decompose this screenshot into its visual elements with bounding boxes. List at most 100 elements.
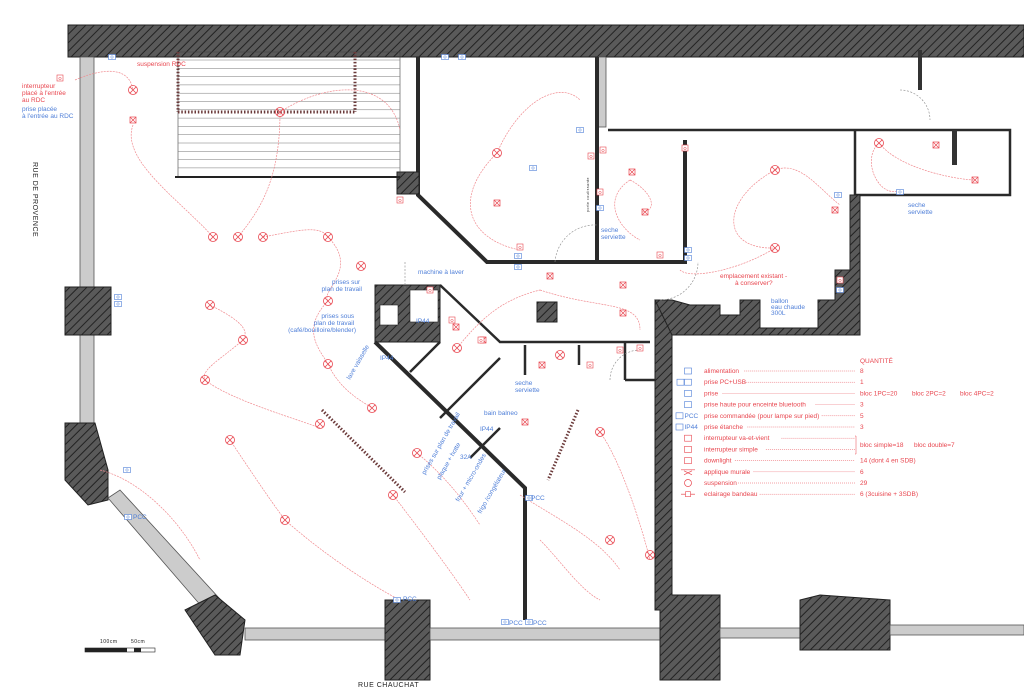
- legend-qty: 8: [860, 368, 864, 375]
- annotation-pcc: PCC: [531, 495, 545, 502]
- interrupteur-icon: [448, 316, 456, 324]
- annotation-interrupteur-rdc: interrupteur placé à l'entrée au RDC: [22, 83, 68, 104]
- annotation-32a: 32A: [460, 454, 472, 461]
- scale-bar: 100cm 50cm: [84, 639, 156, 653]
- legend-label: alimentation: [704, 368, 739, 375]
- suspension-icon: [388, 490, 398, 500]
- annotation-emplacement: emplacement existant - à conserver?: [720, 273, 789, 287]
- downlight-icon: [521, 418, 529, 426]
- suspension-icon: [200, 375, 210, 385]
- legend-label: applique murale: [704, 469, 751, 476]
- suspension-icon: [356, 261, 366, 271]
- annotation-prises-sur: prises sur plan de travail: [322, 279, 363, 293]
- legend-qty: 6 (3cuisine + 3SDB): [860, 491, 918, 498]
- legend-qty: 3: [860, 424, 864, 431]
- downlight-icon: [452, 323, 460, 331]
- downlight-icon: [546, 272, 554, 280]
- annotation-seche-serviette: seche serviette: [515, 380, 540, 394]
- prise-icon: [124, 514, 132, 520]
- downlight-icon: [641, 208, 649, 216]
- suspension-icon: [595, 427, 605, 437]
- suspension-icon: [128, 85, 138, 95]
- interrupteur-icon: [586, 361, 594, 369]
- downlight-icon: [932, 141, 940, 149]
- legend-label: prise PC+USB: [704, 379, 746, 386]
- suspension-icon: [323, 232, 333, 242]
- suspension-icon: [233, 232, 243, 242]
- legend-label: prise haute pour enceinte bluetooth: [704, 402, 806, 409]
- prise-icon: [458, 54, 466, 60]
- interrupteur-icon: [587, 152, 595, 160]
- suspension-icon: [770, 243, 780, 253]
- doors: [404, 89, 931, 381]
- suspension-icon: [452, 343, 462, 353]
- interrupteur-va-et-vient-icon: [684, 434, 692, 442]
- suspension-icon: [874, 138, 884, 148]
- downlight-icon: [684, 457, 692, 464]
- legend-row: suspension 29: [684, 479, 868, 487]
- applique-murale-icon: [681, 469, 695, 476]
- prise-icon: [525, 495, 533, 501]
- eclairage-bandeau: [546, 409, 580, 481]
- legend-label: eclairage bandeau: [704, 491, 758, 498]
- prise-icon: [529, 165, 537, 171]
- annotation-pcc: PCC: [509, 620, 523, 627]
- prise-icon: [441, 54, 449, 60]
- street-label-bottom: RUE CHAUCHAT: [358, 682, 419, 689]
- interrupteur-icon: [396, 196, 404, 204]
- interrupteur-icon: [56, 74, 64, 82]
- suspension-icon: [280, 515, 290, 525]
- annotation-pcc: PCC: [533, 620, 547, 627]
- legend-label: suspension: [704, 480, 737, 487]
- legend-label: prise: [704, 390, 718, 397]
- prise-icon: [684, 247, 692, 253]
- interrupteur-icon: [836, 276, 844, 284]
- legend-qty: bloc 4PC=2: [960, 390, 994, 397]
- light-fixtures: [56, 54, 979, 625]
- alimentation-icon: [684, 367, 692, 375]
- downlight-icon: [971, 176, 979, 184]
- eclairage-bandeau: [320, 408, 407, 494]
- annotation-prise-rdc: prise placée à l'entrée au RDC: [22, 106, 74, 120]
- downlight-icon: [831, 206, 839, 214]
- suspension-icon: [208, 232, 218, 242]
- annotation-porte-coulissante: porte coulissante: [586, 177, 590, 212]
- prise-icon: [896, 189, 904, 195]
- prise-pc-usb-icon: [676, 378, 692, 386]
- prise-icon: [514, 264, 522, 270]
- suspension-icon: [492, 148, 502, 158]
- legend-row: alimentation 8: [684, 367, 864, 375]
- interrupteur-icon: [656, 251, 664, 259]
- annotation-prises-sous: prises sous plan de travail (café/bouill…: [288, 313, 356, 334]
- suspension-icon: [412, 448, 422, 458]
- annotation-ip44: IP44: [380, 355, 394, 362]
- legend-qty: 5: [860, 413, 864, 420]
- scale-label-100: 100cm: [100, 639, 118, 645]
- wiring: [74, 71, 976, 601]
- prise-icon: [684, 390, 692, 397]
- legend-row: interrupteur va-et-vient: [684, 434, 855, 442]
- suspension-icon: [323, 359, 333, 369]
- legend-qty: bloc 1PC=20: [860, 390, 898, 397]
- legend-tag: IP44: [685, 424, 699, 431]
- street-label-left: RUE DE PROVENCE: [31, 162, 38, 237]
- suspension-icon: [315, 419, 325, 429]
- legend-row: interrupteur simple: [684, 446, 855, 453]
- prise-icon: [576, 127, 584, 133]
- annotation-ip44: IP44: [416, 318, 430, 325]
- interior-walls: [373, 50, 1012, 620]
- legend-header: QUANTITÉ: [860, 356, 894, 365]
- suspension-icon: [205, 300, 215, 310]
- suspension-icon: [645, 550, 655, 560]
- legend-switch-double: bloc double=7: [914, 442, 955, 449]
- legend-qty: 29: [860, 480, 868, 487]
- interrupteur-simple-icon: [684, 446, 692, 453]
- legend-switch-simple: bloc simple=18: [860, 442, 904, 449]
- legend-label: downlight: [704, 458, 732, 465]
